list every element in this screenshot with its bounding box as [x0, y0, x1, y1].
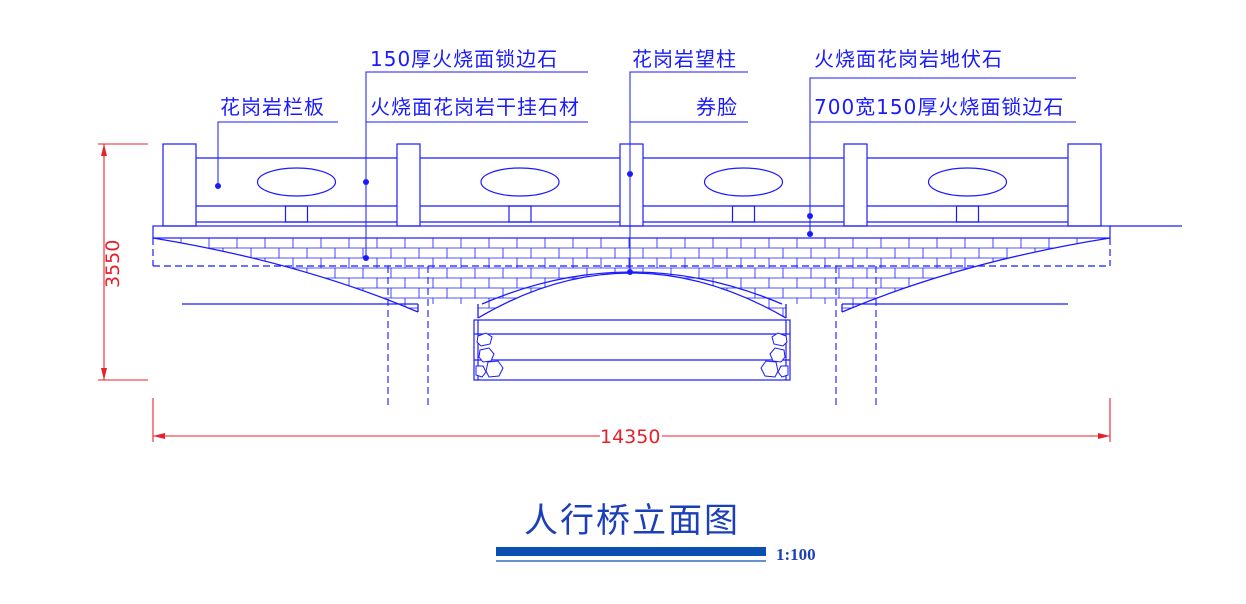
- granite-post: [843, 143, 868, 227]
- drawing-scale: 1:100: [776, 545, 816, 564]
- railing-panel-oval: [480, 167, 560, 197]
- pier-foundations: [387, 266, 877, 406]
- granite-post: [619, 143, 644, 227]
- railing-panels: [256, 167, 1008, 223]
- granite-post: [162, 143, 197, 227]
- spandrel-outline: [152, 237, 1111, 313]
- leader-lines: [217, 71, 1076, 272]
- culvert-opening: [473, 319, 791, 381]
- leader-dots: [215, 171, 813, 275]
- height-dimension: [98, 143, 148, 381]
- granite-post: [396, 143, 421, 227]
- drawing-title: 人行桥立面图: [524, 501, 740, 541]
- railing-panel-oval: [256, 167, 337, 197]
- railing-baluster-block: [955, 205, 980, 223]
- dimension-height: 3550: [102, 240, 124, 288]
- width-dimension: [152, 398, 1111, 442]
- arch-face: [477, 271, 787, 319]
- masonry-hatch: [153, 238, 1110, 318]
- label-granite-railing-panel: 花岗岩栏板: [220, 95, 325, 119]
- label-coping-700-150: 700宽150厚火烧面锁边石: [814, 95, 1064, 119]
- railing-panel-oval: [927, 167, 1008, 197]
- label-ground-stone: 火烧面花岗岩地伏石: [814, 47, 1003, 71]
- granite-post: [1067, 143, 1102, 227]
- railing-baluster-block: [731, 205, 756, 223]
- label-dry-hang-stone: 火烧面花岗岩干挂石材: [370, 95, 580, 119]
- railing-baluster-block: [284, 205, 309, 223]
- granite-posts: [162, 143, 1102, 227]
- railing-baluster-block: [508, 205, 532, 223]
- label-granite-post: 花岗岩望柱: [632, 47, 737, 71]
- label-arch-face: 券脸: [696, 95, 738, 119]
- dimension-width: 14350: [600, 426, 660, 448]
- rubble-stones: [475, 332, 789, 378]
- label-coping-150: 150厚火烧面锁边石: [370, 47, 558, 71]
- title-underline-bar: [496, 547, 766, 556]
- deck-slab: [152, 225, 1182, 305]
- railing-panel-oval: [703, 167, 784, 197]
